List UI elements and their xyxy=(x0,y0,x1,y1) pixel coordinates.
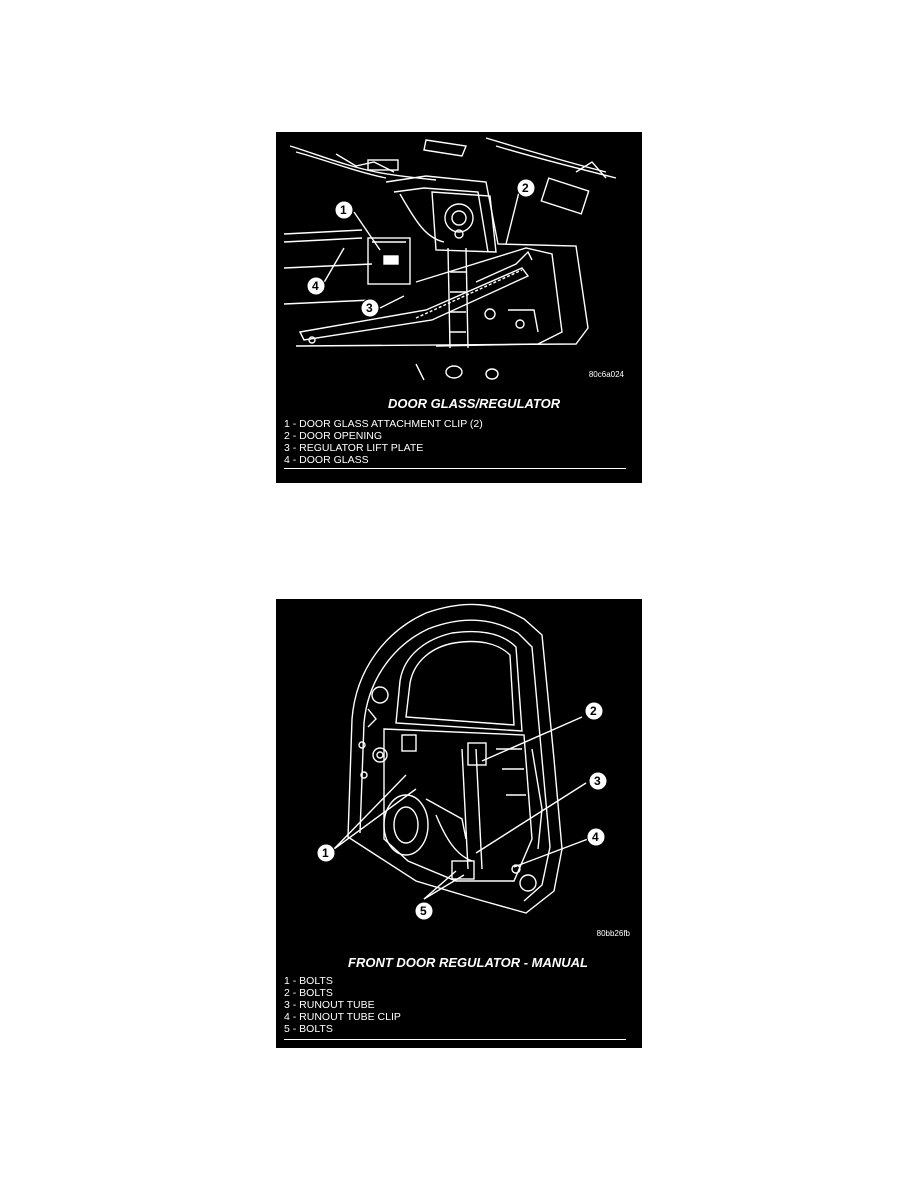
legend-item: 3 - RUNOUT TUBE xyxy=(284,999,375,1011)
legend-item: 2 - BOLTS xyxy=(284,987,333,999)
legend-item: 1 - DOOR GLASS ATTACHMENT CLIP (2) xyxy=(284,418,483,430)
callout-number: 1 xyxy=(340,203,347,217)
figure-front-door-regulator-manual: 1 2 3 4 5 80bb26fb FRONT DOOR REGULATOR … xyxy=(276,599,642,1048)
figure-door-glass-regulator: 1 2 3 4 80c6a024 DOOR GLASS/REGULATOR 1 … xyxy=(276,132,642,483)
figure-title: FRONT DOOR REGULATOR - MANUAL xyxy=(348,955,588,970)
callout-number: 3 xyxy=(366,301,373,315)
legend-item: 5 - BOLTS xyxy=(284,1023,333,1035)
callout-number: 5 xyxy=(420,904,427,918)
figure-code: 80bb26fb xyxy=(596,929,630,938)
legend-item: 2 - DOOR OPENING xyxy=(284,430,383,442)
callout-number: 3 xyxy=(594,774,601,788)
figure-title: DOOR GLASS/REGULATOR xyxy=(388,396,561,411)
door-glass-regulator-illustration: 1 2 3 4 xyxy=(276,132,642,392)
front-door-regulator-illustration: 1 2 3 4 5 xyxy=(276,599,642,939)
legend-item: 4 - DOOR GLASS xyxy=(284,454,369,466)
figure-legend: 1 - BOLTS 2 - BOLTS 3 - RUNOUT TUBE 4 - … xyxy=(284,975,401,1035)
callout-number: 2 xyxy=(522,181,529,195)
callout-number: 4 xyxy=(592,830,599,844)
legend-divider xyxy=(284,468,626,469)
figure-code: 80c6a024 xyxy=(588,370,624,379)
legend-divider xyxy=(284,1039,626,1040)
callout-number: 4 xyxy=(312,279,319,293)
callout-number: 1 xyxy=(322,846,329,860)
legend-item: 4 - RUNOUT TUBE CLIP xyxy=(284,1011,401,1023)
legend-item: 3 - REGULATOR LIFT PLATE xyxy=(284,442,424,454)
callout-number: 2 xyxy=(590,704,597,718)
legend-item: 1 - BOLTS xyxy=(284,975,333,987)
figure-legend: 1 - DOOR GLASS ATTACHMENT CLIP (2) 2 - D… xyxy=(284,418,483,466)
